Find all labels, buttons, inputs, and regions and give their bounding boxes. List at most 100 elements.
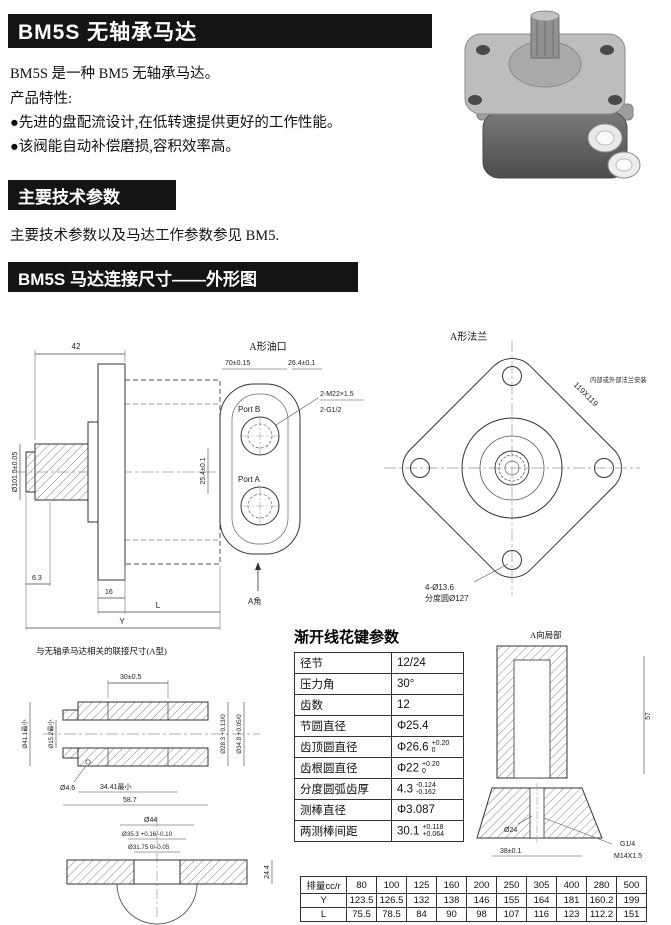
table-row: Y 123.5 126.5 132 138 146 155 164 181 16… <box>300 893 647 908</box>
thread-note-g12: 2-G1/2 <box>320 407 342 414</box>
spline-row-label: 齿根圆直径 <box>294 757 392 779</box>
feature-item: ●先进的盘配流设计,在低转速提供更好的工作性能。 <box>10 115 342 131</box>
dim-d4-6: Ø4.6 <box>60 785 75 792</box>
shaft-end-geometry <box>66 817 248 925</box>
port-a-label: Port A <box>238 475 260 484</box>
flange-view-title: A形法兰 <box>450 330 487 343</box>
dim-6-3: 6.3 <box>32 575 42 582</box>
dim-d44: Ø44 <box>144 817 157 824</box>
dim-30: 30±0.5 <box>120 674 141 681</box>
dim-d41-1: Ø41.1最小 <box>21 719 29 749</box>
parameters-text: 主要技术参数以及马达工作参数参见 BM5. <box>10 228 280 244</box>
side-view-dimensions: 42 Ø101.5±0.05 6.3 16 L Y <box>12 342 221 630</box>
table-row: 齿数 12 <box>294 694 464 716</box>
dim-119x119: 119X119 <box>572 380 601 409</box>
cell: 151 <box>616 907 647 922</box>
local-view-dimensions: 57 Ø24 38±0.1 G1/4 M14X1.5 <box>492 656 652 860</box>
dim-34-41: 34.41最小 <box>100 782 132 791</box>
shaft-end-dimensions: Ø44 Ø35.3 +0.16/-0.10 Ø31.75 0/-0.05 24.… <box>120 817 273 884</box>
port-view-geometry <box>219 383 301 555</box>
spline-table: 径节 12/24 压力角 30° 齿数 12 节圆直径 Φ25.4 齿顶圆直径 <box>294 652 464 842</box>
motor-shaft <box>530 10 560 59</box>
cell: 75.5 <box>346 907 377 922</box>
spline-row-label: 径节 <box>294 652 392 674</box>
header-cell: 排量cc/r <box>300 876 347 894</box>
header-cell: 80 <box>346 876 377 894</box>
cell: 181 <box>556 893 587 908</box>
cell: 123.5 <box>346 893 377 908</box>
cell: 84 <box>406 907 437 922</box>
dim-d34-8: Ø34.8 +0.05/0 <box>236 714 243 754</box>
cell: 146 <box>466 893 497 908</box>
dim-38: 38±0.1 <box>500 848 521 855</box>
dim-25-4: 25.4±0.1 <box>200 457 207 484</box>
displacement-table: 排量cc/r 80 100 125 160 200 250 305 400 28… <box>300 876 647 922</box>
spline-row-label: 齿顶圆直径 <box>294 736 392 758</box>
bolt-holes-label: 4-Ø13.6 <box>425 583 454 592</box>
spline-row-label: 分度圆弧齿厚 <box>294 778 392 800</box>
coupling-geometry <box>43 701 260 767</box>
dim-d24: Ø24 <box>504 827 517 834</box>
spline-row-value: Φ25.4 <box>391 715 464 737</box>
table-row: 分度圆弧齿厚 4.3-0.124-0.162 <box>294 778 464 800</box>
header-cell: 500 <box>616 876 647 894</box>
header-cell: 400 <box>556 876 587 894</box>
local-view-geometry <box>476 645 603 843</box>
dim-d35-3: Ø35.3 +0.16/-0.10 <box>122 831 173 838</box>
spline-row-value: 30.1+0.118+0.064 <box>391 820 464 842</box>
spline-row-label: 节圆直径 <box>294 715 392 737</box>
page-title: BM5S 无轴承马达 <box>8 14 432 48</box>
dim-diameter-101: Ø101.5±0.05 <box>12 452 19 493</box>
dim-16: 16 <box>105 589 113 596</box>
flange-view-geometry <box>384 340 640 596</box>
spline-row-value: 30° <box>391 673 464 695</box>
spline-table-title: 渐开线花键参数 <box>294 630 400 646</box>
cell: 123 <box>556 907 587 922</box>
spline-row-value: Φ3.087 <box>391 799 464 821</box>
dim-26-4: 26.4±0.1 <box>288 360 315 367</box>
port-b-label: Port B <box>238 405 260 414</box>
dim-24-4: 24.4 <box>264 865 271 879</box>
drawing-shaft-end: Ø44 Ø35.3 +0.16/-0.10 Ø31.75 0/-0.05 24.… <box>66 817 273 925</box>
intro-text: BM5S 是一种 BM5 无轴承马达。 <box>10 66 220 82</box>
mount-note: 内部或外部法兰安装 <box>590 375 647 384</box>
table-row: 径节 12/24 <box>294 652 464 674</box>
table-row: 两测棒间距 30.1+0.118+0.064 <box>294 820 464 842</box>
product-photo <box>464 10 641 179</box>
spline-row-value: 4.3-0.124-0.162 <box>391 778 464 800</box>
header-cell: 125 <box>406 876 437 894</box>
header-cell: 305 <box>526 876 557 894</box>
dim-57: 57 <box>645 712 652 720</box>
cell: 107 <box>496 907 527 922</box>
table-header-row: 排量cc/r 80 100 125 160 200 250 305 400 28… <box>300 876 647 894</box>
section-title-parameters: 主要技术参数 <box>8 180 176 210</box>
cell: 132 <box>406 893 437 908</box>
feature-item: ●该阀能自动补偿磨损,容积效率高。 <box>10 139 240 155</box>
dim-d28-3: Ø28.3 +0.13/0 <box>220 714 227 754</box>
header-cell: 280 <box>586 876 617 894</box>
drawing-coupling: 与无轴承马达相关的联接尺寸(A型) 30±0.5 Ø15.2最小 Ø41.1最小… <box>21 646 260 806</box>
dim-L: L <box>156 601 161 610</box>
port-view-title: A形油口 <box>249 340 286 353</box>
cell: 199 <box>616 893 647 908</box>
cell: 98 <box>466 907 497 922</box>
spline-row-value: 12/24 <box>391 652 464 674</box>
cell: 155 <box>496 893 527 908</box>
pitch-circle-label: 分度圆Ø127 <box>425 593 469 603</box>
dim-Y: Y <box>119 617 125 626</box>
header-cell: 160 <box>436 876 467 894</box>
thread-g14: G1/4 <box>620 841 635 848</box>
cell: 160.2 <box>586 893 617 908</box>
displacement-table-block: 排量cc/r 80 100 125 160 200 250 305 400 28… <box>300 876 647 922</box>
port-view-dimensions: 70±0.15 26.4±0.1 25.4±0.1 <box>200 360 322 494</box>
coupling-title: 与无轴承马达相关的联接尺寸(A型) <box>36 646 167 656</box>
thread-m14: M14X1.5 <box>614 853 642 860</box>
thread-note-m22: 2-M22×1.5 <box>320 391 354 398</box>
motor-body <box>476 103 641 179</box>
tolerance: +0.118+0.064 <box>422 823 444 839</box>
